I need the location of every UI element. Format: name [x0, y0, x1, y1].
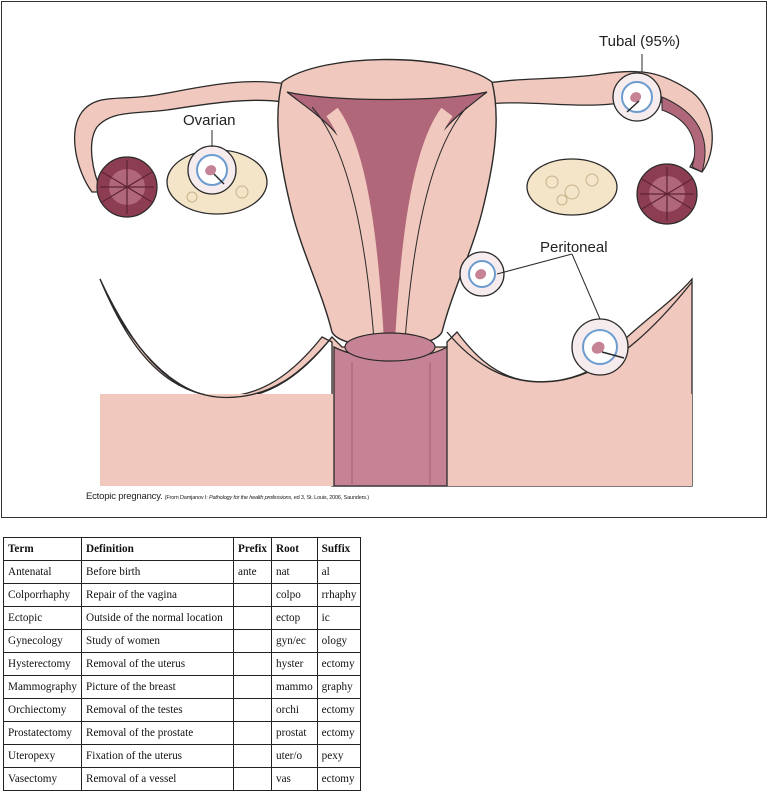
suffix-cell: ectomy [316, 721, 362, 745]
root-cell: vas [271, 767, 318, 791]
prefix-cell [233, 583, 272, 607]
suffix-cell: al [316, 560, 362, 584]
root-cell: prostat [271, 721, 318, 745]
definition-cell: Outside of the normal location [81, 606, 234, 630]
term-cell: Vasectomy [3, 767, 82, 791]
definition-cell: Fixation of the uterus [81, 744, 234, 768]
tubal-label: Tubal (95%) [599, 33, 681, 50]
caption-source: (From Damjanov I: Pathology for the heal… [164, 495, 369, 501]
suffix-cell: ology [316, 629, 362, 653]
prefix-cell [233, 744, 272, 768]
prefix-cell [233, 698, 272, 722]
suffix-cell: ic [316, 606, 362, 630]
root-cell: uter/o [271, 744, 318, 768]
definition-cell: Removal of the testes [81, 698, 234, 722]
right-fimbriae [636, 163, 698, 225]
suffix-cell: graphy [316, 675, 362, 699]
definition-cell: Picture of the breast [81, 675, 234, 699]
left-tube [74, 80, 288, 193]
suffix-cell: ectomy [316, 652, 362, 676]
root-cell: ectop [271, 606, 318, 630]
prefix-cell [233, 652, 272, 676]
peritoneal-sac-lower [571, 318, 629, 376]
term-cell: Uteropexy [3, 744, 82, 768]
term-cell: Mammography [3, 675, 82, 699]
prefix-cell [233, 629, 272, 653]
definition-cell: Repair of the vagina [81, 583, 234, 607]
peritoneal-leaders [496, 253, 601, 320]
tubal-sac [612, 72, 662, 122]
right-tube [481, 70, 713, 173]
term-cell: Orchiectomy [3, 698, 82, 722]
suffix-cell: ectomy [316, 698, 362, 722]
suffix-cell: ectomy [316, 767, 362, 791]
table-header-row: Term Definition Prefix Root Suffix [3, 537, 362, 561]
term-cell: Antenatal [3, 560, 82, 584]
left-fimbriae [96, 156, 158, 218]
definition-cell: Removal of the uterus [81, 652, 234, 676]
root-cell: hyster [271, 652, 318, 676]
prefix-cell [233, 767, 272, 791]
peritoneal-sac-upper [459, 251, 505, 297]
root-cell: orchi [271, 698, 318, 722]
ovarian-label: Ovarian [183, 112, 236, 129]
definition-cell: Removal of the prostate [81, 721, 234, 745]
definition-cell: Removal of a vessel [81, 767, 234, 791]
root-cell: colpo [271, 583, 318, 607]
root-cell: mammo [271, 675, 318, 699]
suffix-cell: pexy [316, 744, 362, 768]
header-term: Term [3, 537, 82, 561]
peritoneal-label: Peritoneal [540, 239, 608, 256]
term-cell: Gynecology [3, 629, 82, 653]
header-prefix: Prefix [233, 537, 272, 561]
definition-cell: Before birth [81, 560, 234, 584]
term-cell: Prostatectomy [3, 721, 82, 745]
caption-title: Ectopic pregnancy. [86, 491, 163, 502]
definition-cell: Study of women [81, 629, 234, 653]
header-definition: Definition [81, 537, 234, 561]
root-cell: gyn/ec [271, 629, 318, 653]
header-root: Root [271, 537, 318, 561]
term-cell: Colporrhaphy [3, 583, 82, 607]
root-cell: nat [271, 560, 318, 584]
prefix-cell [233, 675, 272, 699]
prefix-cell [233, 721, 272, 745]
header-suffix: Suffix [316, 537, 362, 561]
medical-terms-table: Term Definition Prefix Root Suffix Anten… [3, 537, 362, 791]
figure-caption: Ectopic pregnancy. (From Damjanov I: Pat… [86, 491, 369, 502]
term-cell: Hysterectomy [3, 652, 82, 676]
right-ovary [526, 158, 618, 216]
prefix-cell [233, 606, 272, 630]
ovarian-sac [187, 145, 237, 195]
prefix-cell: ante [233, 560, 272, 584]
uterus-illustration [74, 54, 713, 487]
term-cell: Ectopic [3, 606, 82, 630]
figure-frame: Tubal (95%) Ovarian Peritoneal Ectopic p… [1, 1, 767, 518]
suffix-cell: rrhaphy [316, 583, 362, 607]
